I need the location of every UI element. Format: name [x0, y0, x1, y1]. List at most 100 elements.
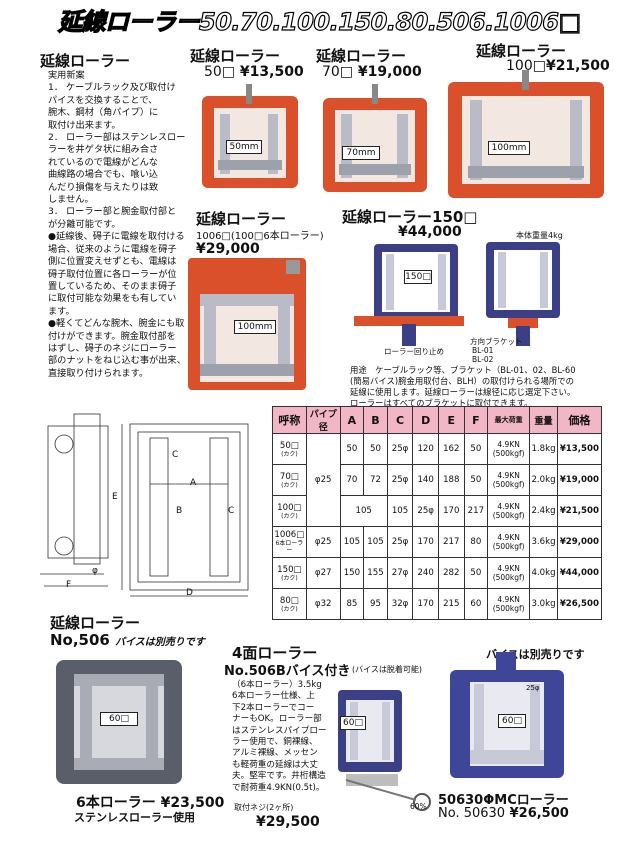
drawing-label-c1: C — [172, 450, 179, 460]
intro-line: パイスを交換することで、 — [48, 94, 158, 106]
table-row: 70□(カク) 70 72 25φ 140 188 50 4.9KN(500kg… — [272, 464, 603, 496]
row-e: 162 — [437, 433, 465, 465]
row-ab: 105 — [339, 495, 388, 527]
intro-line: ●延線後、碍子に電線を取付ける — [48, 231, 185, 243]
product-50-dimension: 50mm — [226, 140, 262, 154]
no50630-dimension: 60□ — [498, 714, 526, 728]
no506b-desc-line: アルミ裸線、メッセン — [232, 748, 318, 759]
row-name-note: (カク) — [281, 512, 298, 520]
row-f: 217 — [463, 495, 489, 527]
row-name: 80□(カク) — [272, 588, 307, 620]
product-150-bl02: BL-02 — [472, 355, 494, 364]
intro-line: 付けができます。腕金取付部を — [48, 330, 176, 342]
row-a: 70 — [339, 464, 365, 496]
table-row: 1006□6本ローラー φ25 105 105 25φ 170 217 80 4… — [272, 526, 603, 558]
row-e: 215 — [437, 588, 465, 620]
row-b: 50 — [363, 433, 388, 465]
intro-line: しません。 — [48, 194, 94, 206]
row-pipe: φ27 — [305, 557, 341, 589]
row-load: 4.9KN(500kgf) — [487, 557, 531, 589]
row-weight: 2.0kg — [529, 464, 558, 496]
row-c: 25φ — [386, 433, 414, 465]
no506-note: バイスは別売りです — [115, 637, 205, 648]
no506b-dimension: 60□ — [340, 716, 366, 730]
row-load-kn: 4.9KN — [497, 502, 520, 511]
row-e: 282 — [437, 557, 465, 589]
intro-line: ラーを井ゲタ状に組み合さ — [48, 144, 159, 156]
header-name: 呼称 — [272, 406, 307, 434]
product-100-image — [442, 70, 612, 202]
row-name-note: (カク) — [281, 574, 298, 582]
product-150-stop-label: ローラー回り止め — [384, 347, 444, 356]
row-name: 1006□6本ローラー — [272, 526, 307, 558]
row-load-kgf: (500kgf) — [492, 511, 525, 520]
row-e: 170 — [437, 495, 465, 527]
product-70-image — [315, 84, 435, 196]
no506-title: 延線ローラー — [50, 614, 141, 632]
no50630-model-line: No. 50630 ¥26,500 — [438, 806, 569, 821]
row-load: 4.9KN(500kgf) — [487, 464, 531, 496]
row-load: 4.9KN(500kgf) — [487, 526, 531, 558]
row-load: 4.9KN(500kgf) — [487, 588, 531, 620]
row-f: 50 — [463, 557, 489, 589]
row-weight: 3.6kg — [529, 526, 558, 558]
drawing-label-c2: C — [228, 506, 235, 516]
intro-line: が分離可能です。 — [48, 218, 121, 230]
row-a: 85 — [339, 588, 365, 620]
row-load-kgf: (500kgf) — [492, 449, 525, 458]
intro-line: 曲線路の場合でも、喰い込 — [48, 169, 158, 181]
row-d: 170 — [412, 526, 439, 558]
row-weight: 4.0kg — [529, 557, 558, 589]
drawing-label-phi: φ — [92, 566, 98, 576]
row-price: ¥29,000 — [556, 526, 603, 558]
row-name-note: 6本ローラー — [275, 540, 304, 554]
row-c: 32φ — [386, 588, 414, 620]
header-pipe: パイプ径 — [305, 406, 341, 434]
header-c: C — [386, 406, 414, 434]
product-70-price: ¥19,000 — [357, 64, 422, 80]
header-d: D — [412, 406, 439, 434]
no506-model-line: No,506 バイスは別売りです — [50, 631, 205, 649]
row-a: 150 — [339, 557, 365, 589]
row-load-kgf: (500kgf) — [492, 542, 525, 551]
row-pipe: φ25 — [305, 433, 341, 527]
no506-caption-material: ステンレスローラー使用 — [74, 811, 195, 824]
row-name-text: 70□ — [279, 471, 299, 482]
row-name-note: (カク) — [281, 481, 298, 489]
table-row: 150□(カク) φ27 150 155 27φ 240 282 50 4.9K… — [272, 557, 603, 589]
product-70-dimension: 70mm — [342, 146, 380, 160]
row-name: 150□(カク) — [272, 557, 307, 589]
intro-line: ます。 — [48, 305, 75, 317]
row-price: ¥13,500 — [556, 433, 603, 465]
row-load-kn: 4.9KN — [497, 471, 520, 480]
product-150-usage-line-1: 用途 ケーブルラック等、ブラケット（BL-01、02、BL-60 — [350, 365, 576, 375]
row-e: 188 — [437, 464, 465, 496]
no506b-image — [332, 684, 442, 814]
intro-line: 置しているため、そのまま碍子 — [48, 280, 177, 292]
row-price: ¥44,000 — [556, 557, 603, 589]
product-70-title: 延線ローラー — [316, 47, 407, 65]
product-150-price: ¥44,000 — [398, 224, 462, 240]
product-150-usage-line-3: 延線に使用します。延線ローラーは線径に応じ選定下さい。 — [350, 387, 576, 397]
intro-line: 側に位置変えせずとも、電線は — [48, 256, 177, 268]
row-name: 50□(カク) — [272, 433, 307, 465]
drawing-label-e: E — [112, 492, 118, 502]
product-100-price: ¥21,500 — [545, 58, 610, 74]
no506b-desc-line: 下2本ローラーでコー — [232, 702, 315, 713]
row-name: 100□(カク) — [272, 495, 307, 527]
product-150-usage-line-4: ローラーはすべてのブラケットに取付できます。 — [350, 398, 533, 408]
no506b-desc-line: はステンレスパイプロー — [232, 725, 327, 736]
no506b-note: (バイスは脱着可能) — [352, 665, 423, 674]
no50630-price: ¥26,500 — [509, 806, 569, 821]
product-1006-price: ¥29,000 — [196, 241, 260, 257]
product-150-dimension: 150□ — [404, 270, 432, 284]
row-weight: 3.0kg — [529, 588, 558, 620]
row-f: 80 — [463, 526, 489, 558]
row-b: 155 — [363, 557, 388, 589]
row-name-text: 100□ — [277, 502, 302, 513]
product-70-price-line: 70□ ¥19,000 — [322, 64, 422, 80]
header-weight: 重量 — [529, 406, 558, 434]
no506b-desc-line: 夫。堅牢です。井桁構造 — [232, 771, 326, 782]
